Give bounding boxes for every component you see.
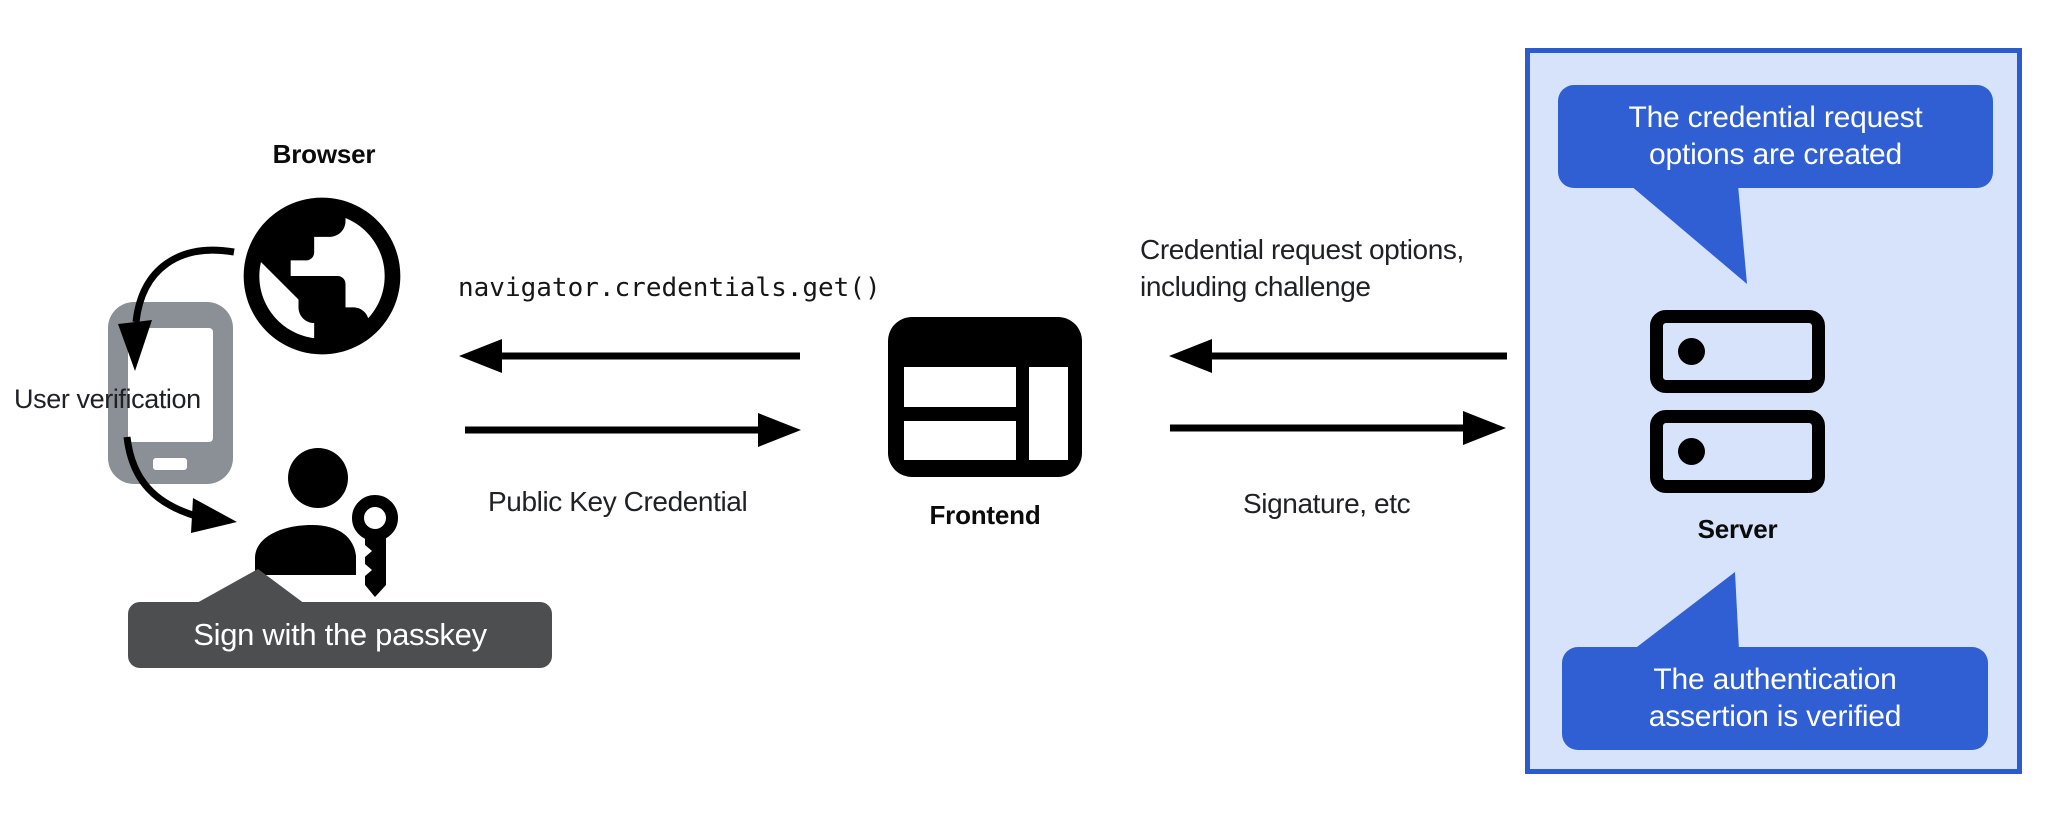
server-panel: The credential request options are creat…	[1525, 48, 2022, 774]
server-label: Server	[1697, 514, 1778, 544]
note-top-line2: options are created	[1648, 138, 1903, 171]
credentials-get-call: navigator.credentials.get()	[458, 273, 881, 303]
note-bottom-line2: assertion is verified	[1648, 700, 1902, 733]
smartphone-home-bar	[153, 458, 187, 470]
frontend-label: Frontend	[929, 500, 1041, 530]
passkey-prompt: Sign with the passkey	[128, 602, 552, 668]
credential-request-line1: Credential request options,	[1140, 234, 1464, 265]
arrow-frontend-to-server	[1170, 411, 1506, 445]
credential-request-label: Credential request options, including ch…	[1140, 231, 1464, 305]
arrow-browser-to-frontend	[465, 413, 801, 447]
note-top-line1: The credential request	[1628, 101, 1923, 134]
arrow-server-to-frontend	[1169, 339, 1507, 373]
note-credential-request-created: The credential request options are creat…	[1558, 85, 1993, 188]
user-verification-label: User verification	[14, 384, 201, 414]
public-key-credential-label: Public Key Credential	[488, 486, 748, 517]
note-bottom-line1: The authentication	[1653, 663, 1897, 696]
note-bottom-tail	[1633, 572, 1739, 650]
note-top-tail	[1630, 185, 1747, 284]
server-stack-icon	[1650, 310, 1825, 393]
server-led-dot	[1678, 438, 1705, 465]
server-led-dot	[1678, 338, 1705, 365]
key-icon	[352, 495, 398, 597]
server-stack-icon	[1650, 410, 1825, 493]
note-assertion-verified: The authentication assertion is verified	[1562, 647, 1988, 750]
arrow-frontend-to-browser	[459, 339, 800, 373]
globe-icon	[243, 197, 401, 355]
credential-request-line2: including challenge	[1140, 271, 1371, 302]
person-with-key	[255, 448, 398, 597]
signature-label: Signature, etc	[1243, 488, 1411, 519]
browser-label: Browser	[272, 139, 376, 169]
person-icon	[255, 448, 356, 575]
browser-window-icon	[888, 317, 1082, 477]
